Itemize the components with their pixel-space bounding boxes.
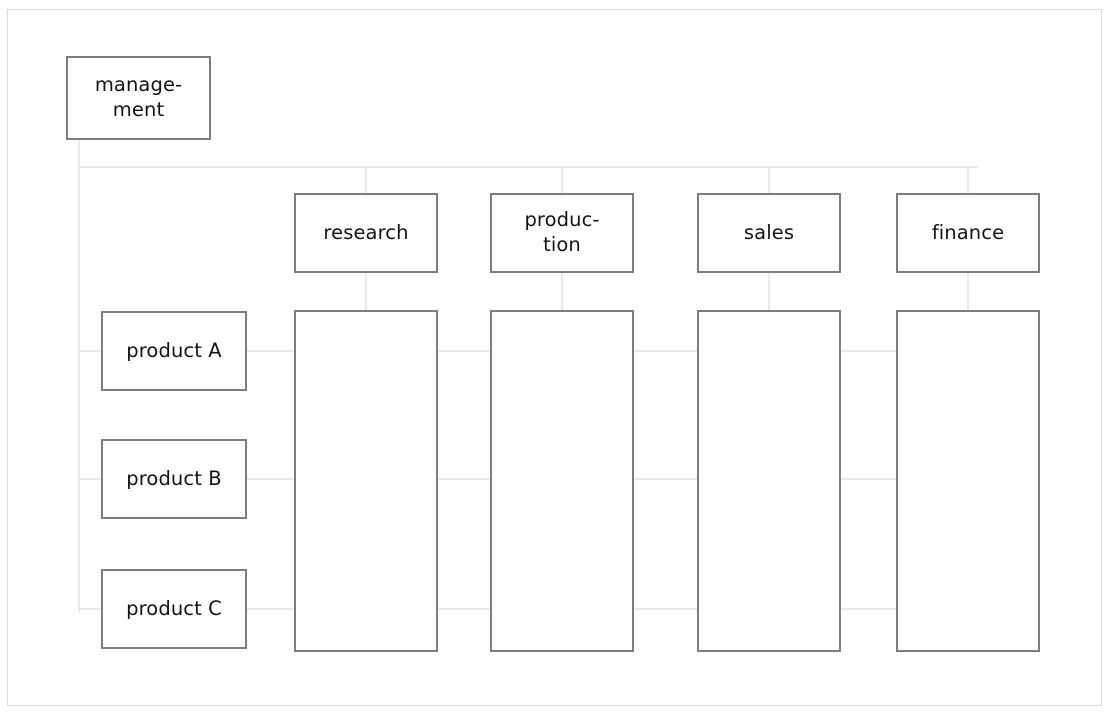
matrix-cell-sales[interactable]	[697, 310, 841, 652]
connector-product-rail	[78, 166, 80, 612]
connector-department-bus	[78, 166, 978, 168]
node-product-b[interactable]: product B	[101, 439, 247, 519]
connector-rail-to-product-b	[78, 478, 103, 480]
node-product-c[interactable]: product C	[101, 569, 247, 649]
matrix-cell-research[interactable]	[294, 310, 438, 652]
matrix-cell-production[interactable]	[490, 310, 634, 652]
connector-bus-to-research	[365, 166, 367, 194]
connector-management-to-bus	[78, 139, 80, 167]
connector-bus-to-production	[561, 166, 563, 194]
connector-finance-to-column	[967, 271, 969, 312]
node-management[interactable]: manage- ment	[66, 56, 211, 140]
node-research[interactable]: research	[294, 193, 438, 273]
node-production[interactable]: produc- tion	[490, 193, 634, 273]
matrix-cell-finance[interactable]	[896, 310, 1040, 652]
connector-sales-to-column	[768, 271, 770, 312]
node-finance[interactable]: finance	[896, 193, 1040, 273]
connector-research-to-column	[365, 271, 367, 312]
node-sales[interactable]: sales	[697, 193, 841, 273]
connector-rail-to-product-c	[78, 608, 103, 610]
connector-production-to-column	[561, 271, 563, 312]
connector-row-line-product-b	[245, 478, 1040, 480]
connector-rail-to-product-a	[78, 350, 103, 352]
connector-row-line-product-c	[245, 608, 1040, 610]
node-product-a[interactable]: product A	[101, 311, 247, 391]
connector-row-line-product-a	[245, 350, 1040, 352]
connector-bus-to-finance	[967, 166, 969, 194]
connector-bus-to-sales	[768, 166, 770, 194]
